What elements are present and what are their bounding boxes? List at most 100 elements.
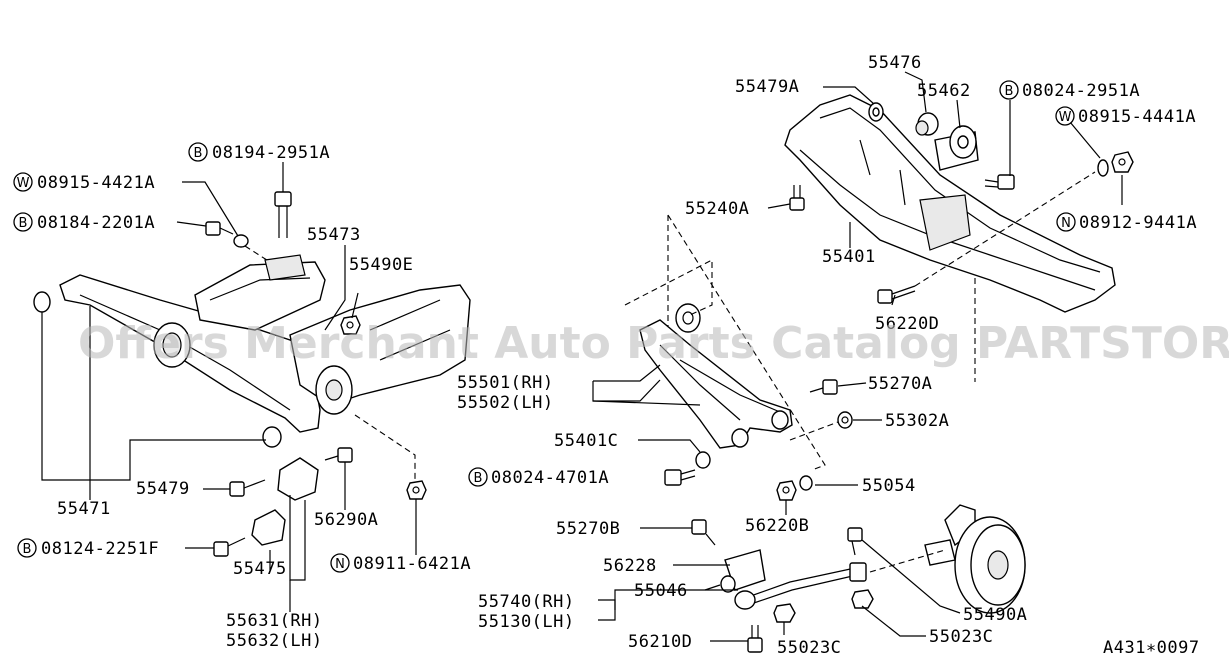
label-55130-lh: 55130(LH) xyxy=(478,612,575,632)
label-55632-lh: 55632(LH) xyxy=(226,631,323,651)
bushing-55476-drawing xyxy=(915,112,939,136)
guide-line xyxy=(624,259,713,316)
diff-mount-55473-drawing xyxy=(194,254,326,331)
bolt-55270B-drawing xyxy=(691,519,716,546)
bolt-symbol-08184-2201A: B xyxy=(13,212,33,232)
washer-55054-drawing xyxy=(799,475,813,491)
label-08124-2251F: 08124-2251F xyxy=(41,539,159,559)
lower-arm-55501-drawing xyxy=(639,303,793,449)
label-55479: 55479 xyxy=(136,479,190,499)
nut-08911-6421A-drawing xyxy=(406,480,427,500)
label-55240A: 55240A xyxy=(685,199,749,219)
label-55023C-a: 55023C xyxy=(777,638,841,658)
nut-55023C-b-drawing xyxy=(851,589,874,609)
bolt-08194-2951A-drawing xyxy=(274,191,292,238)
bolt-56210D-drawing xyxy=(747,625,763,653)
washer-symbol-08915-4441A: W xyxy=(1055,106,1075,126)
bolt-56220D-drawing xyxy=(877,285,916,304)
guide-line xyxy=(354,414,416,480)
bolt-55479-drawing xyxy=(229,479,266,497)
svg-text:B: B xyxy=(19,216,28,231)
diff-housing-drawing xyxy=(289,284,471,415)
leader-lines xyxy=(41,71,1123,642)
label-56220D: 56220D xyxy=(875,314,939,334)
label-08194-2951A: 08194-2951A xyxy=(212,143,330,163)
washer-symbol-08915-4421A: W xyxy=(13,172,33,192)
bolt-08124-2251F-drawing xyxy=(213,537,246,557)
guide-line xyxy=(667,214,826,471)
label-56210D: 56210D xyxy=(628,632,692,652)
label-55502-lh: 55502(LH) xyxy=(457,393,554,413)
svg-text:N: N xyxy=(1061,216,1071,231)
label-55462: 55462 xyxy=(917,81,971,101)
label-55401: 55401 xyxy=(822,247,876,267)
svg-text:B: B xyxy=(1005,84,1014,99)
label-55302A: 55302A xyxy=(885,411,949,431)
nut-08912-9441A-drawing xyxy=(1111,151,1134,173)
bolt-55240A-drawing xyxy=(789,185,805,211)
svg-text:W: W xyxy=(17,176,30,191)
label-55023C-b: 55023C xyxy=(929,627,993,647)
nut-55023C-a-drawing xyxy=(773,603,796,623)
guide-line xyxy=(914,171,1096,287)
svg-text:B: B xyxy=(194,146,203,161)
washer-08915-4441A-drawing xyxy=(1097,159,1109,177)
bolt-55270A-drawing xyxy=(809,379,838,395)
label-55270B: 55270B xyxy=(556,519,620,539)
svg-text:W: W xyxy=(1059,110,1072,125)
guide-line xyxy=(244,245,271,263)
label-08184-2201A: 08184-2201A xyxy=(37,213,155,233)
washer-55479A-drawing xyxy=(868,102,884,122)
label-55054: 55054 xyxy=(862,476,916,496)
label-55473: 55473 xyxy=(307,225,361,245)
watermark: Offers Merchant Auto Parts Catalog PARTS… xyxy=(78,318,1229,369)
nut-symbol-08911-6421A: N xyxy=(330,553,350,573)
link-55740-drawing xyxy=(720,549,867,610)
label-08915-4441A: 08915-4441A xyxy=(1078,107,1196,127)
bolt-56290A-drawing xyxy=(324,447,353,463)
bracket-55475-drawing xyxy=(251,457,319,546)
label-08024-2951A: 08024-2951A xyxy=(1022,81,1140,101)
rear-arm-55471-drawing xyxy=(33,274,321,448)
svg-text:B: B xyxy=(23,542,32,557)
guide-line xyxy=(789,421,839,441)
bolt-symbol-08194-2951A: B xyxy=(188,142,208,162)
label-55476: 55476 xyxy=(868,53,922,73)
label-55490A: 55490A xyxy=(963,605,1027,625)
label-55475: 55475 xyxy=(233,559,287,579)
label-55401C: 55401C xyxy=(554,431,618,451)
bolt-55490A-drawing xyxy=(847,527,863,556)
label-08915-4421A: 08915-4421A xyxy=(37,173,155,193)
label-55501-rh: 55501(RH) xyxy=(457,373,554,393)
washer-08915-4421A-drawing xyxy=(233,234,249,248)
svg-text:B: B xyxy=(474,471,483,486)
label-55471: 55471 xyxy=(57,499,111,519)
washer-55401C-drawing xyxy=(695,451,711,469)
label-55631-rh: 55631(RH) xyxy=(226,611,323,631)
nut-56220B-drawing xyxy=(776,480,797,501)
svg-text:N: N xyxy=(335,557,345,572)
label-55740-rh: 55740(RH) xyxy=(478,592,575,612)
bolt-08024-2951A-drawing xyxy=(984,174,1015,190)
label-56228: 56228 xyxy=(603,556,657,576)
label-55046: 55046 xyxy=(634,581,688,601)
washer-55302A-drawing xyxy=(837,411,853,429)
nut-symbol-08912-9441A: N xyxy=(1056,212,1076,232)
bolt-08184-2201A-drawing xyxy=(205,221,234,236)
diagram-code: A431∗0097 xyxy=(1103,638,1200,658)
label-08911-6421A: 08911-6421A xyxy=(353,554,471,574)
bolt-symbol-08024-2951A: B xyxy=(999,80,1019,100)
label-55270A: 55270A xyxy=(868,374,932,394)
label-08912-9441A: 08912-9441A xyxy=(1079,213,1197,233)
bolt-08024-4701A-drawing xyxy=(664,469,696,486)
label-56290A: 56290A xyxy=(314,510,378,530)
crossmember-55401-drawing xyxy=(784,94,1116,313)
bushing-55462-drawing xyxy=(934,125,979,171)
guide-line xyxy=(869,549,946,573)
label-08024-4701A: 08024-4701A xyxy=(491,468,609,488)
bolt-symbol-08124-2251F: B xyxy=(17,538,37,558)
label-56220B: 56220B xyxy=(745,516,809,536)
bolt-symbol-08024-4701A: B xyxy=(468,467,488,487)
label-55479A: 55479A xyxy=(735,77,799,97)
